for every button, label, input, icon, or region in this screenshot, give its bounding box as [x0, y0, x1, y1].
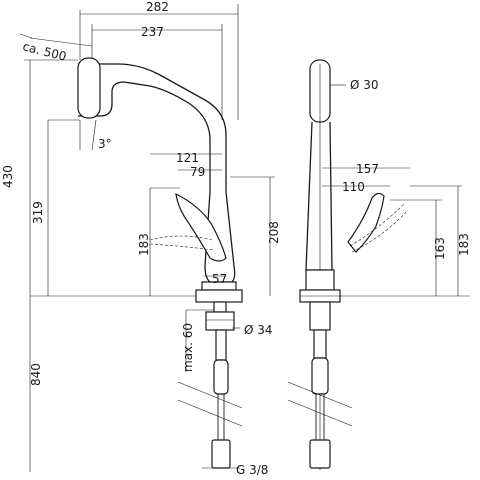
- side-view: [287, 59, 470, 470]
- dim-base-width: 57: [212, 272, 227, 286]
- dim-side-lever-offset: 110: [342, 180, 365, 194]
- dim-side-height-183: 183: [457, 233, 471, 256]
- dim-side-diameter: Ø 30: [350, 78, 379, 92]
- dim-lever-height-left: 183: [137, 233, 151, 256]
- dim-hose-length: 840: [29, 363, 43, 386]
- dim-height-total: 430: [1, 165, 15, 188]
- dim-connection-thread: G 3/8: [236, 463, 268, 477]
- side-dimension-labels: Ø 30 157 110 163 183: [342, 78, 471, 260]
- dim-base-height: 208: [267, 221, 281, 244]
- front-dimension-labels: 282 237 ca. 500 3° 430 319 121 79 183 20…: [1, 0, 281, 477]
- dim-width-overall: 282: [146, 0, 169, 14]
- dim-tilt-angle: 3°: [98, 137, 112, 151]
- dim-lever-reach: 121: [176, 151, 199, 165]
- dim-side-lever-reach: 157: [356, 162, 379, 176]
- dim-spout-reach: 237: [141, 25, 164, 39]
- dim-lever-offset: 79: [190, 165, 205, 179]
- dim-hole-diameter: Ø 34: [244, 323, 273, 337]
- front-view: [19, 4, 275, 472]
- dim-side-height-163: 163: [433, 237, 447, 260]
- dim-max-thickness: max. 60: [181, 323, 195, 372]
- dim-spout-height: 319: [31, 201, 45, 224]
